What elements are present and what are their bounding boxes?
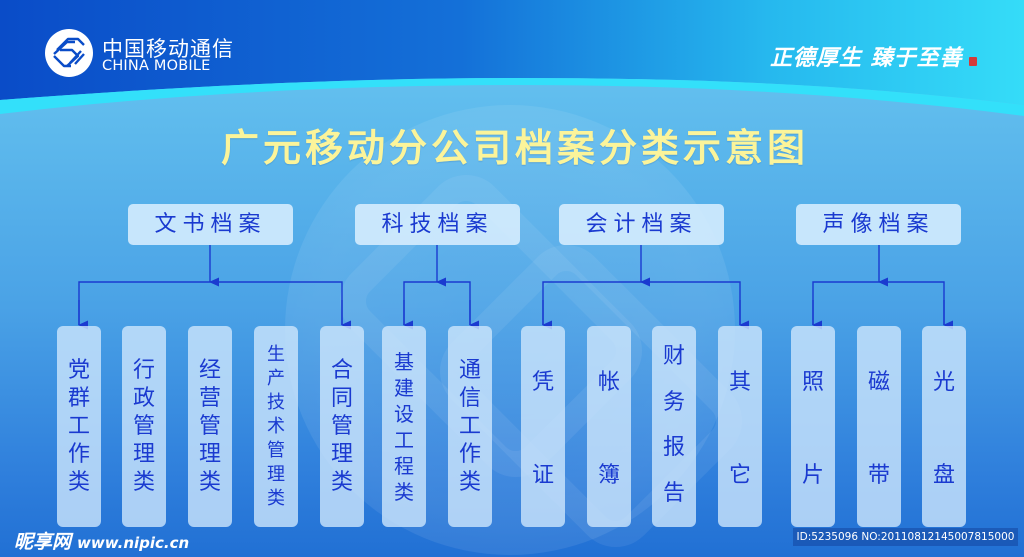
leaf-node-caiwu-baogao: 财务报告 xyxy=(652,326,696,527)
leaf-char: 作 xyxy=(458,441,481,467)
leaf-node-tongxin: 通信工作类 xyxy=(448,326,492,527)
leaf-char: 告 xyxy=(662,480,685,506)
leaf-char: 通 xyxy=(458,357,481,383)
leaf-char: 合 xyxy=(330,357,353,383)
leaf-char: 凭 xyxy=(531,370,554,395)
china-mobile-logo-icon xyxy=(45,29,93,77)
leaf-node-guangpan: 光盘 xyxy=(922,326,966,527)
leaf-char: 它 xyxy=(728,463,751,488)
header-wave xyxy=(0,0,1024,116)
leaf-char: 党 xyxy=(67,357,90,383)
leaf-char: 理 xyxy=(198,441,221,467)
site-url: www.nipic.cn xyxy=(77,534,190,552)
leaf-char: 作 xyxy=(67,441,90,467)
category-node-keji: 科技档案 xyxy=(355,204,520,245)
leaf-char: 报 xyxy=(662,435,685,461)
leaf-char: 带 xyxy=(867,463,890,488)
leaf-char: 类 xyxy=(198,469,221,495)
leaf-char: 类 xyxy=(330,469,353,495)
leaf-char: 类 xyxy=(132,469,155,495)
leaf-char: 行 xyxy=(132,357,155,383)
leaf-node-jijian: 基建设工程类 xyxy=(382,326,426,527)
leaf-char: 同 xyxy=(330,385,353,411)
leaf-char: 理 xyxy=(132,441,155,467)
leaf-char: 工 xyxy=(458,413,481,439)
leaf-node-xingzheng: 行政管理类 xyxy=(122,326,166,527)
leaf-char: 管 xyxy=(267,439,285,461)
leaf-char: 证 xyxy=(531,463,554,488)
leaf-char: 政 xyxy=(132,385,155,411)
diagram-title: 广元移动分公司档案分类示意图 xyxy=(220,126,809,170)
image-id-label: ID:5235096 NO:20110812145007815000 xyxy=(793,528,1018,546)
leaf-char: 程 xyxy=(394,453,414,478)
leaf-char: 术 xyxy=(267,415,285,437)
leaf-char: 类 xyxy=(267,487,285,509)
leaf-char: 照 xyxy=(801,370,824,395)
leaf-char: 财 xyxy=(662,344,685,369)
leaf-node-jingying: 经营管理类 xyxy=(188,326,232,527)
category-node-wenshu: 文书档案 xyxy=(128,204,293,245)
leaf-node-pingzheng: 凭证 xyxy=(521,326,565,527)
leaf-char: 工 xyxy=(67,413,90,439)
leaf-char: 类 xyxy=(394,479,414,504)
leaf-node-cidai: 磁带 xyxy=(857,326,901,527)
red-seal-icon xyxy=(969,57,977,66)
leaf-char: 信 xyxy=(458,385,481,411)
leaf-char: 类 xyxy=(67,469,90,495)
leaf-char: 营 xyxy=(198,385,221,411)
leaf-char: 管 xyxy=(330,413,353,439)
leaf-char: 建 xyxy=(394,375,414,400)
leaf-char: 理 xyxy=(330,441,353,467)
leaf-char: 磁 xyxy=(867,370,890,395)
leaf-char: 簿 xyxy=(597,463,620,488)
leaf-node-hetong: 合同管理类 xyxy=(320,326,364,527)
leaf-char: 基 xyxy=(394,349,414,374)
leaf-node-qita: 其它 xyxy=(718,326,762,527)
category-node-kuaiji: 会计档案 xyxy=(559,204,724,245)
leaf-char: 类 xyxy=(458,469,481,495)
leaf-char: 工 xyxy=(394,427,414,452)
leaf-node-zhangbu: 帐簿 xyxy=(587,326,631,527)
category-node-shengxiang: 声像档案 xyxy=(796,204,961,245)
brand-name-en: CHINA MOBILE xyxy=(102,58,211,74)
leaf-char: 其 xyxy=(728,370,751,395)
leaf-node-shengchan: 生产技术管理类 xyxy=(254,326,298,527)
brand-name-cn: 中国移动通信 xyxy=(102,37,234,61)
leaf-char: 设 xyxy=(394,401,414,426)
leaf-char: 务 xyxy=(662,389,685,415)
leaf-char: 生 xyxy=(267,343,285,365)
leaf-char: 技 xyxy=(267,391,285,413)
site-name: 昵享网 xyxy=(14,531,72,553)
leaf-char: 群 xyxy=(67,385,90,411)
site-watermark: 昵享网 www.nipic.cn xyxy=(14,527,189,554)
leaf-char: 帐 xyxy=(597,370,620,395)
leaf-char: 理 xyxy=(267,463,285,485)
leaf-char: 盘 xyxy=(932,463,955,488)
leaf-node-dangqun: 党群工作类 xyxy=(57,326,101,527)
slogan-text: 正德厚生 臻于至善 xyxy=(770,45,963,71)
leaf-char: 经 xyxy=(198,357,221,383)
leaf-char: 管 xyxy=(132,413,155,439)
leaf-char: 产 xyxy=(267,367,285,389)
leaf-char: 片 xyxy=(801,463,824,488)
leaf-char: 光 xyxy=(932,370,955,395)
leaf-node-zhaopian: 照片 xyxy=(791,326,835,527)
leaf-char: 管 xyxy=(198,413,221,439)
